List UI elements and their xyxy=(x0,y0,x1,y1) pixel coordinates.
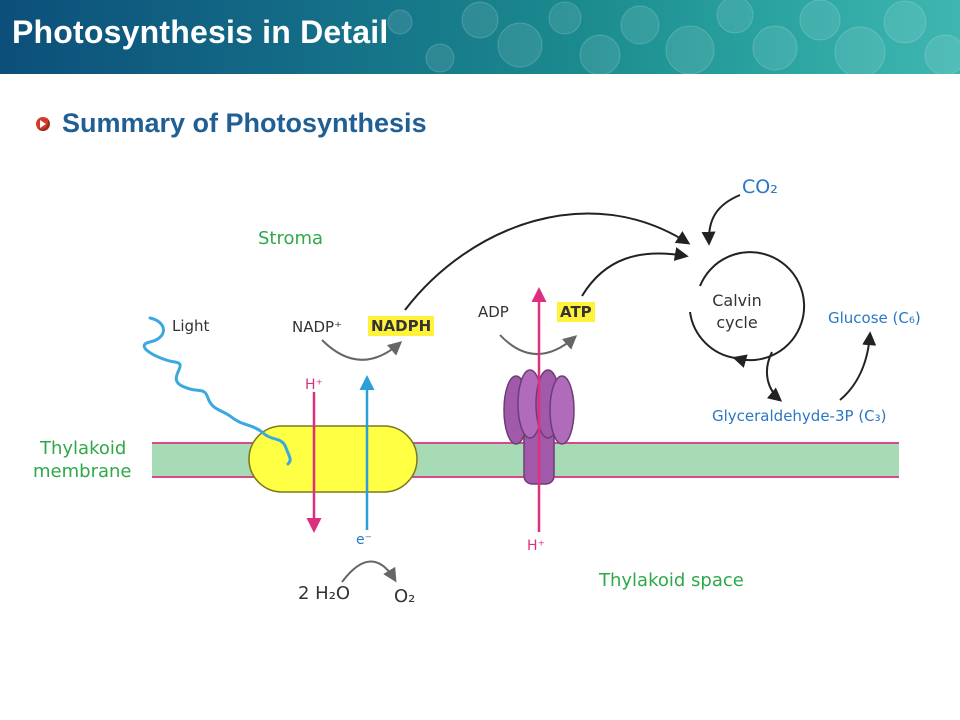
calvin-cycle-circle xyxy=(699,251,806,368)
stroma-label: Stroma xyxy=(258,228,324,249)
header-banner: Photosynthesis in Detail xyxy=(0,0,960,74)
nadph-to-calvin-arrow xyxy=(404,212,691,311)
nadph-label: NADPH xyxy=(368,316,435,336)
glyceraldehyde-label: Glyceraldehyde-3P (C₃) xyxy=(712,407,887,425)
nadp-plus-label: NADP⁺ xyxy=(292,318,342,336)
subtitle-row: Summary of Photosynthesis xyxy=(36,108,427,139)
g3p-to-glucose-arrow xyxy=(839,331,877,401)
calvin-cycle-label-line1: Calvin xyxy=(712,291,762,310)
thylakoid-space-label: Thylakoid space xyxy=(599,570,744,591)
calvin-to-g3p-arrow xyxy=(765,351,783,402)
section-subtitle: Summary of Photosynthesis xyxy=(62,108,427,138)
thylakoid-membrane-label-line1: Thylakoid xyxy=(40,438,127,459)
water-splitting-arrow xyxy=(341,560,397,583)
calvin-cycle-circle-tail xyxy=(689,311,736,359)
h-plus-left-label: H⁺ xyxy=(305,377,323,393)
thylakoid-membrane-label-line2: membrane xyxy=(33,461,132,482)
light-label: Light xyxy=(172,317,210,335)
electron-label: e⁻ xyxy=(356,532,373,548)
oxygen-label: O₂ xyxy=(394,586,416,607)
adp-label: ADP xyxy=(478,303,509,321)
co2-to-calvin-arrow xyxy=(701,194,741,246)
calvin-cycle-label-line2: cycle xyxy=(716,313,758,332)
page-title: Photosynthesis in Detail xyxy=(12,14,389,50)
atp-synthase xyxy=(503,369,575,485)
photosystem xyxy=(248,425,418,493)
co2-label: CO₂ xyxy=(742,176,778,198)
atp-to-calvin-arrow xyxy=(581,247,689,297)
light-wave xyxy=(142,316,292,466)
h-plus-right-label: H⁺ xyxy=(527,538,545,554)
glucose-label: Glucose (C₆) xyxy=(828,309,921,327)
water-label: 2 H₂O xyxy=(298,583,351,604)
atp-synthesis-arrow xyxy=(499,334,578,355)
header-texture xyxy=(387,0,960,74)
atp-label: ATP xyxy=(557,302,595,322)
bullet-icon xyxy=(36,116,50,131)
nadp-reduction-arrow xyxy=(321,339,403,361)
